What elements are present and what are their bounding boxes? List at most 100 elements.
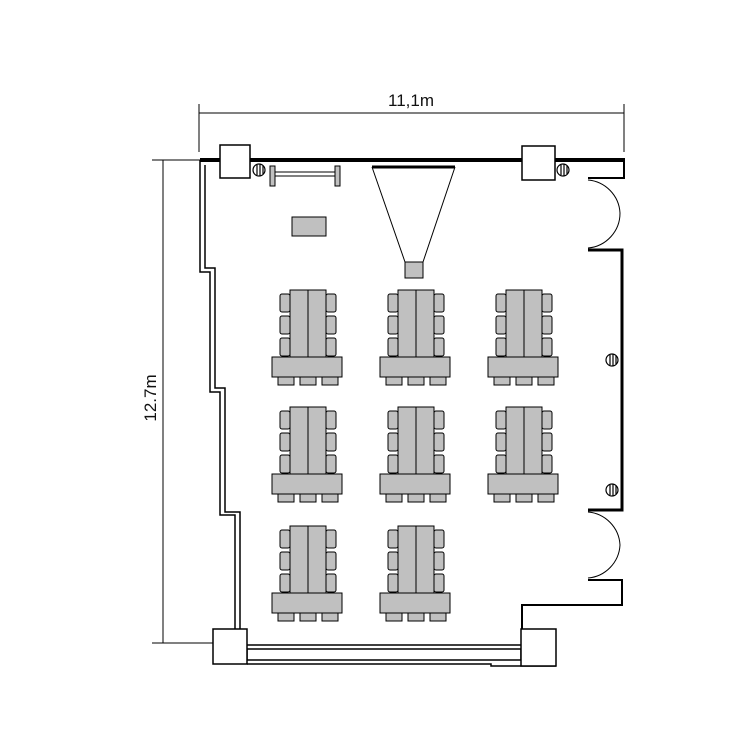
chair <box>433 529 445 549</box>
chair <box>325 454 337 474</box>
lectern <box>291 216 327 237</box>
chair <box>387 529 399 549</box>
height-label: 12.7m <box>141 374 160 421</box>
chair <box>279 551 291 571</box>
chair <box>407 493 425 503</box>
table <box>397 289 417 359</box>
chair <box>541 454 553 474</box>
chair <box>325 551 337 571</box>
chair <box>433 410 445 430</box>
table <box>307 289 327 359</box>
table <box>523 406 543 476</box>
chair <box>325 573 337 593</box>
chair <box>493 376 511 386</box>
chair <box>325 529 337 549</box>
table <box>505 406 525 476</box>
chair <box>325 293 337 313</box>
chair <box>279 410 291 430</box>
outlets <box>252 163 619 497</box>
chair <box>433 573 445 593</box>
column <box>520 628 557 667</box>
chair <box>387 315 399 335</box>
chair <box>385 612 403 622</box>
table-group <box>271 406 343 503</box>
chair <box>279 529 291 549</box>
chair <box>387 454 399 474</box>
chair <box>541 410 553 430</box>
table <box>307 406 327 476</box>
chair <box>407 612 425 622</box>
outlet-icon <box>252 163 266 177</box>
table-group <box>379 525 451 622</box>
chair <box>325 410 337 430</box>
chair <box>433 293 445 313</box>
chair <box>321 376 339 386</box>
door-south <box>587 511 621 579</box>
chair <box>387 432 399 452</box>
table-groups <box>271 289 559 622</box>
chair <box>325 432 337 452</box>
chair <box>387 337 399 357</box>
chair <box>325 337 337 357</box>
table <box>289 525 309 595</box>
chair <box>325 315 337 335</box>
chair <box>279 454 291 474</box>
chair <box>279 432 291 452</box>
chair <box>541 337 553 357</box>
chair <box>387 410 399 430</box>
chair <box>541 432 553 452</box>
head-table <box>487 356 559 378</box>
chair <box>541 315 553 335</box>
chair <box>277 376 295 386</box>
chair <box>493 493 511 503</box>
chair <box>387 293 399 313</box>
table <box>397 406 417 476</box>
table <box>415 406 435 476</box>
chair <box>387 573 399 593</box>
chair <box>495 454 507 474</box>
head-table <box>379 473 451 495</box>
chair <box>279 573 291 593</box>
width-label: 11,1m <box>388 91 434 110</box>
table <box>415 289 435 359</box>
chair <box>433 551 445 571</box>
chair <box>277 612 295 622</box>
chair <box>433 315 445 335</box>
chair <box>537 376 555 386</box>
walls <box>199 158 625 667</box>
table <box>397 525 417 595</box>
outlet-icon <box>605 353 619 367</box>
width-dimension <box>198 104 625 152</box>
table-group <box>271 289 343 386</box>
column <box>219 144 251 179</box>
chair <box>495 293 507 313</box>
chair <box>387 551 399 571</box>
chair <box>495 337 507 357</box>
table <box>289 289 309 359</box>
outlet-icon <box>556 163 570 177</box>
table-group <box>379 289 451 386</box>
chair <box>433 454 445 474</box>
projector-screen <box>371 165 456 279</box>
chair <box>433 337 445 357</box>
table-group <box>379 406 451 503</box>
table <box>307 525 327 595</box>
door-north <box>587 179 621 249</box>
whiteboard <box>269 165 341 187</box>
outlet-icon <box>605 483 619 497</box>
chair <box>279 315 291 335</box>
chair <box>385 493 403 503</box>
table <box>505 289 525 359</box>
doors <box>587 179 621 579</box>
chair <box>537 493 555 503</box>
table-group <box>271 525 343 622</box>
chair <box>541 293 553 313</box>
chair <box>515 376 533 386</box>
chair <box>515 493 533 503</box>
table <box>523 289 543 359</box>
column <box>521 145 556 181</box>
head-table <box>271 356 343 378</box>
chair <box>495 315 507 335</box>
